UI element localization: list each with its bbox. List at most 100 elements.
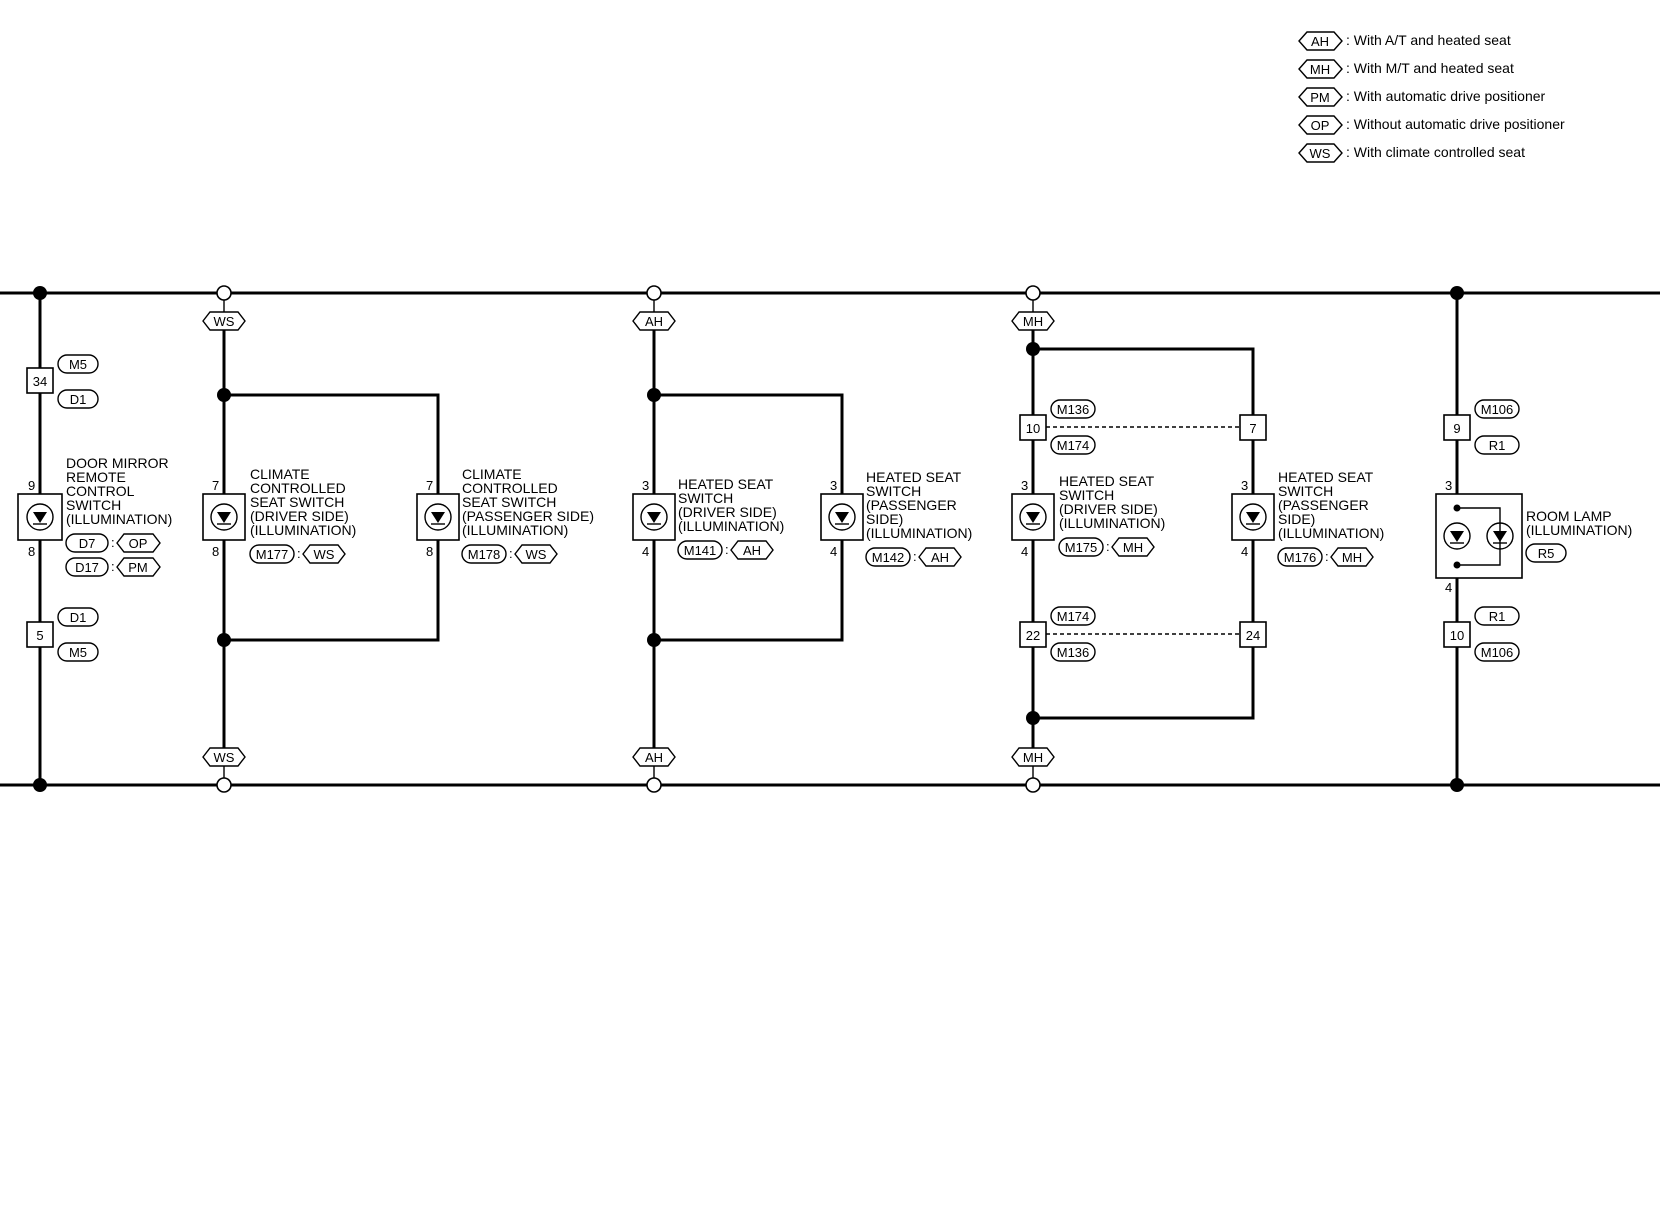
connector-id: D7	[79, 536, 96, 551]
illumination-lamp-icon	[1019, 503, 1047, 531]
connector-pin: 34	[33, 374, 47, 389]
optional-splice	[646, 777, 662, 793]
component-label-line: SWITCH	[678, 490, 733, 506]
connector-id: M106	[1481, 645, 1514, 660]
splice-dot	[33, 778, 47, 792]
connector-box	[1239, 621, 1267, 648]
component-label-line: CONTROLLED	[250, 480, 346, 496]
optional-splice	[1025, 285, 1041, 301]
connector-tag	[1277, 547, 1323, 567]
connector-id: D1	[70, 610, 87, 625]
connector-tag	[1050, 435, 1096, 455]
legend-item-ws: WS : With climate controlled seat	[1298, 143, 1525, 163]
option-badge	[1330, 547, 1374, 567]
colon: :	[509, 546, 513, 561]
optional-splice	[216, 285, 232, 301]
option-code: MH	[1123, 540, 1143, 555]
connector-tag	[1050, 606, 1096, 626]
connector-id: M176	[1284, 550, 1317, 565]
legend-item-op: OP : Without automatic drive positioner	[1298, 115, 1565, 135]
component-label-line: DOOR MIRROR	[66, 455, 169, 471]
component-label-line: HEATED SEAT	[678, 476, 774, 492]
connector-id: M136	[1057, 645, 1090, 660]
legend-ws-badge	[1298, 143, 1343, 163]
legend-pm-badge	[1298, 87, 1343, 107]
connector-pin: 24	[1246, 628, 1260, 643]
component-label-line: CLIMATE	[462, 466, 522, 482]
component-label-line: (ILLUMINATION)	[1059, 515, 1165, 531]
option-badge	[1011, 311, 1055, 331]
led-triangle-icon	[1026, 512, 1040, 523]
climate-seat-branch: WS WS 7 8 CLIMATE CONTROLLED SEAT SWITCH…	[202, 285, 594, 793]
connector-tag	[1474, 435, 1520, 455]
component-label-line: (ILLUMINATION)	[462, 522, 568, 538]
heated-seat-mh-branch: MH MH 10 7 M136 M174 22 24 M174 M136	[1011, 285, 1384, 793]
legend-mh-text: : With M/T and heated seat	[1346, 60, 1514, 76]
connector-tag	[57, 607, 99, 627]
illumination-lamp-icon	[828, 503, 856, 531]
connector-id: M141	[684, 543, 717, 558]
pin-number: 3	[1021, 478, 1028, 493]
legend-ah-badge	[1298, 31, 1343, 51]
option-code: WS	[214, 314, 235, 329]
pin-number: 9	[28, 478, 35, 493]
component-label-line: HEATED SEAT	[866, 469, 962, 485]
component-label-line: (ILLUMINATION)	[678, 518, 784, 534]
connector-id: R1	[1489, 438, 1506, 453]
led-triangle-icon	[431, 512, 445, 523]
component-label-line: SEAT SWITCH	[462, 494, 556, 510]
connector-id: M174	[1057, 438, 1090, 453]
pin-number: 3	[1445, 478, 1452, 493]
component-label-line: (DRIVER SIDE)	[1059, 501, 1158, 517]
legend-op-text: : Without automatic drive positioner	[1346, 116, 1565, 132]
splice-dot	[1450, 778, 1464, 792]
legend: AH : With A/T and heated seat MH : With …	[1298, 31, 1565, 163]
illumination-lamp-icon	[640, 503, 668, 531]
illumination-lamp-icon	[210, 503, 238, 531]
component-box	[1435, 493, 1523, 579]
option-badge	[1111, 537, 1155, 557]
legend-ws-text: : With climate controlled seat	[1346, 144, 1525, 160]
component-label-line: SWITCH	[66, 497, 121, 513]
legend-pm-text: : With automatic drive positioner	[1346, 88, 1546, 104]
pin-number: 7	[426, 478, 433, 493]
option-badge	[632, 311, 676, 331]
room-lamp-branch: 9 M106 R1 3 4 ROOM LAMP (ILLUMINATION) R…	[1435, 286, 1632, 792]
component-label-line: HEATED SEAT	[1278, 469, 1374, 485]
connector-id: M175	[1065, 540, 1098, 555]
connector-tag	[1474, 642, 1520, 662]
connector-pin: 5	[36, 628, 43, 643]
connector-tag	[249, 544, 295, 564]
legend-item-pm: PM : With automatic drive positioner	[1298, 87, 1546, 107]
legend-item-ah: AH : With A/T and heated seat	[1298, 31, 1511, 51]
option-code: PM	[128, 560, 148, 575]
connector-tag	[1474, 399, 1520, 419]
legend-mh-code: MH	[1310, 62, 1330, 77]
connector-id: M5	[69, 645, 87, 660]
optional-splice	[646, 285, 662, 301]
connector-tag	[1525, 543, 1567, 563]
connector-id: M177	[256, 547, 289, 562]
colon: :	[111, 559, 115, 574]
door-mirror-branch: 34 M5 D1 9 8 DOOR MIRROR REMOTE CONTROL …	[17, 286, 172, 792]
splice-dot	[1453, 561, 1461, 569]
option-code: AH	[645, 750, 663, 765]
option-code: MH	[1023, 314, 1043, 329]
connector-tag	[1050, 399, 1096, 419]
connector-box	[1019, 414, 1047, 441]
connector-box	[1019, 621, 1047, 648]
illumination-lamp-icon	[1239, 503, 1267, 531]
led-triangle-icon	[1246, 512, 1260, 523]
option-badge	[632, 747, 676, 767]
component-label-line: SIDE)	[866, 511, 903, 527]
connector-id: M174	[1057, 609, 1090, 624]
pin-number: 3	[1241, 478, 1248, 493]
component-label-line: (ILLUMINATION)	[250, 522, 356, 538]
connector-tag	[865, 547, 911, 567]
component-box	[632, 493, 676, 541]
option-code: AH	[743, 543, 761, 558]
component-label-line: SWITCH	[1278, 483, 1333, 499]
component-label-line: SEAT SWITCH	[250, 494, 344, 510]
connector-pin: 22	[1026, 628, 1040, 643]
component-label-line: SWITCH	[1059, 487, 1114, 503]
